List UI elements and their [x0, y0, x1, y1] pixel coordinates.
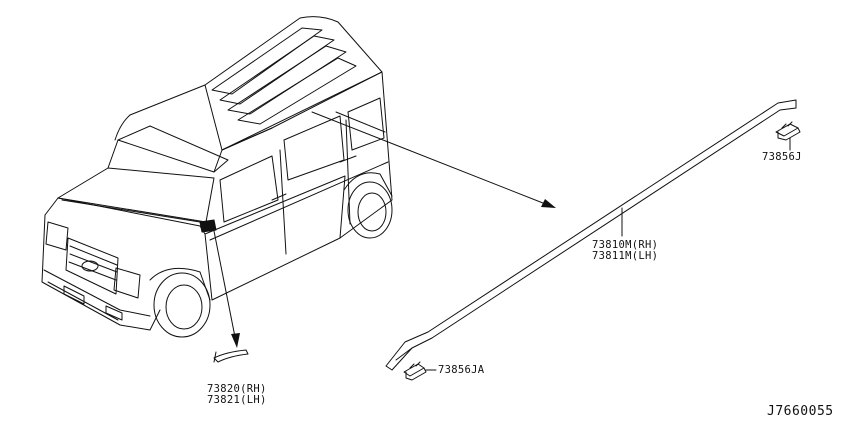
- part-number-line: 73856J: [762, 151, 802, 163]
- part-number-line: 73821(LH): [207, 394, 267, 406]
- part-label-clip-front: 73856JA: [438, 365, 484, 376]
- part-label-roof-molding: 73810M(RH) 73811M(LH): [592, 240, 658, 262]
- vehicle-illustration: [41, 16, 393, 338]
- part-number-line: 73820(RH): [207, 383, 267, 395]
- clip-rear-illustration: [775, 121, 801, 151]
- pillar-cover-illustration: [213, 349, 249, 363]
- diagram-reference-code: J7660055: [767, 404, 834, 419]
- part-label-clip-rear: 73856J: [762, 152, 802, 163]
- arrowhead-icon: [541, 199, 556, 208]
- clip-front-illustration: [403, 361, 437, 381]
- part-number-line: 73811M(LH): [592, 250, 659, 262]
- part-label-pillar-cover: 73820(RH) 73821(LH): [207, 384, 267, 406]
- roof-molding-illustration: [385, 99, 797, 371]
- part-number-line: 73810M(RH): [592, 239, 659, 251]
- callout-arrows: [212, 111, 549, 343]
- part-number-line: 73856JA: [438, 364, 485, 376]
- arrowhead-icon: [231, 333, 240, 348]
